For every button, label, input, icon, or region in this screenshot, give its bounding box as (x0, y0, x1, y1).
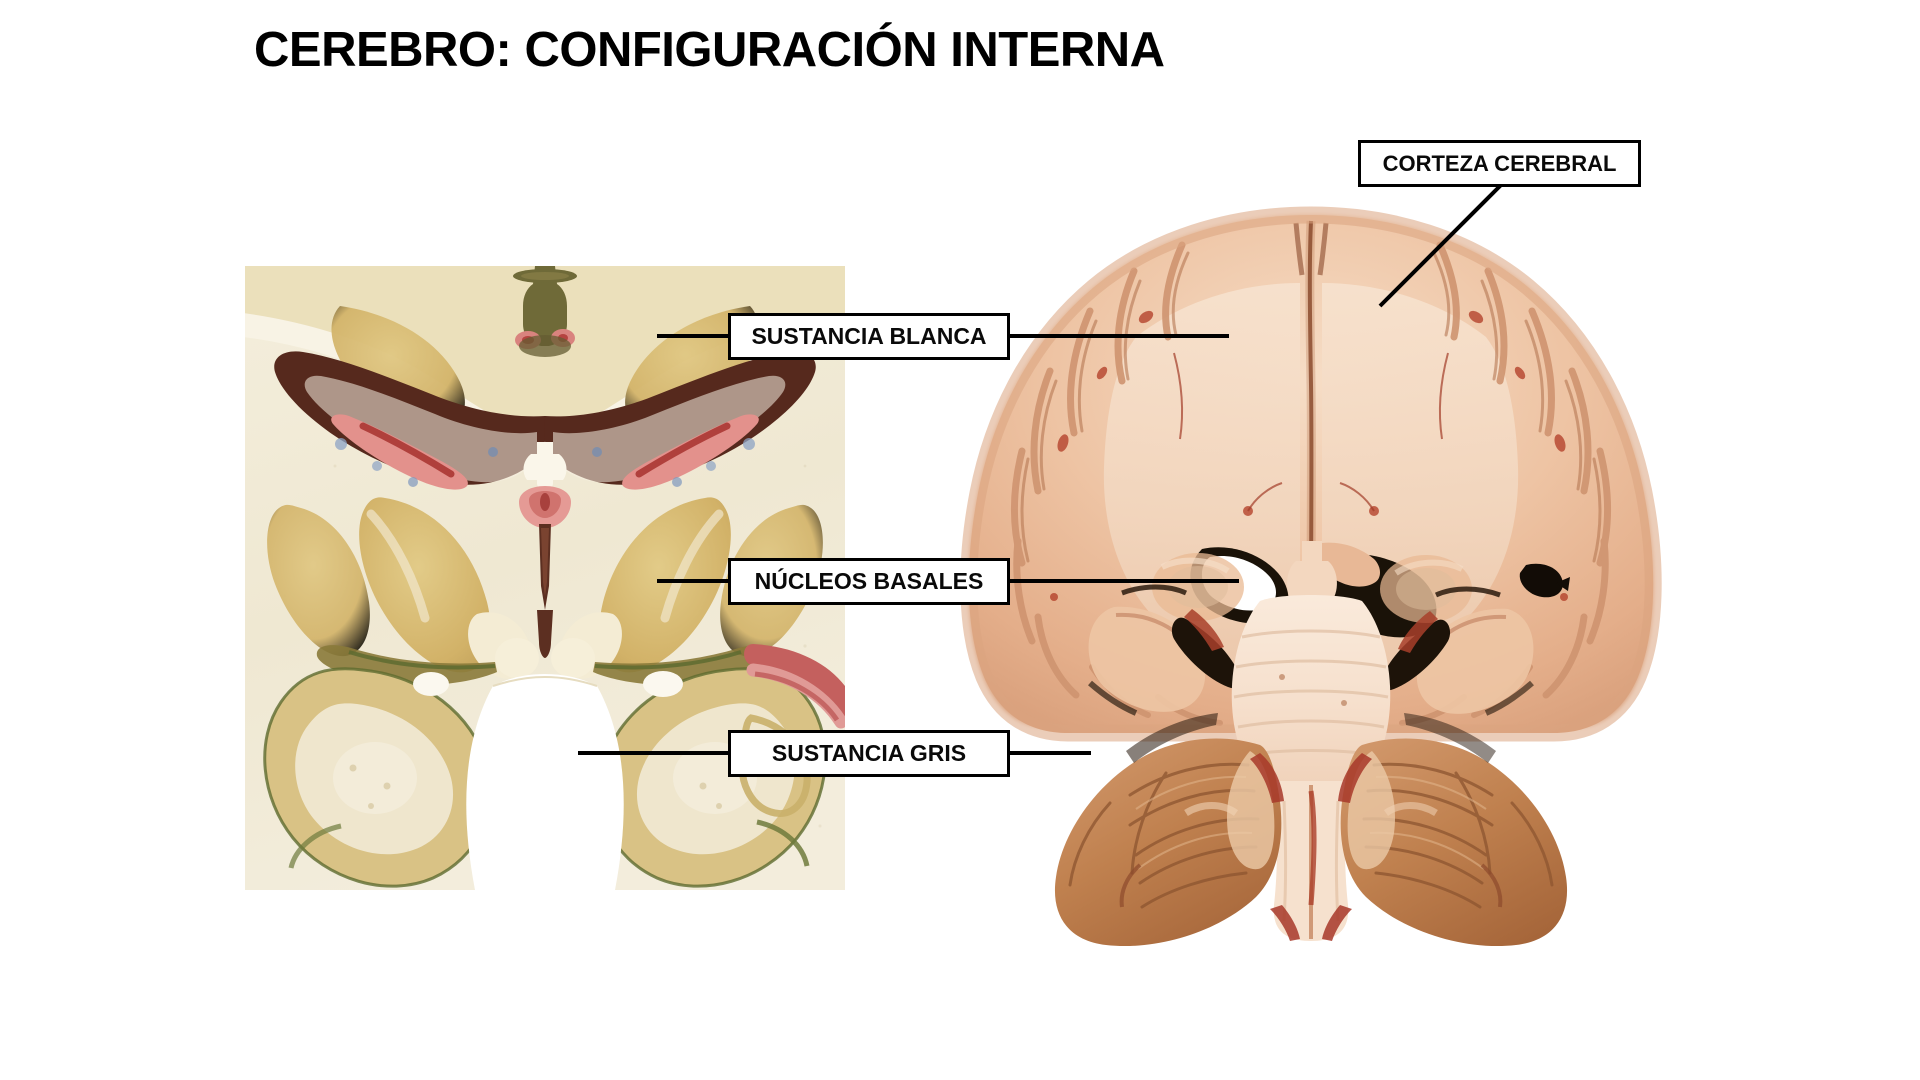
leader-line-nucleos-basales-right (1007, 579, 1239, 583)
page-title: CEREBRO: CONFIGURACIÓN INTERNA (254, 23, 1165, 77)
callout-label-sustancia-blanca: SUSTANCIA BLANCA (751, 323, 987, 349)
leader-line-sustancia-gris-right (1007, 751, 1091, 755)
callout-corteza-cerebral[interactable]: CORTEZA CEREBRAL (1358, 140, 1641, 187)
leader-line-sustancia-blanca-left (657, 334, 731, 338)
callout-sustancia-gris[interactable]: SUSTANCIA GRIS (728, 730, 1010, 777)
callout-label-nucleos-basales: NÚCLEOS BASALES (754, 568, 984, 594)
leader-line-sustancia-blanca-right (1007, 334, 1229, 338)
brain-specimen-figure (930, 205, 1692, 1035)
leader-line-sustancia-gris-left (578, 751, 731, 755)
callout-label-sustancia-gris: SUSTANCIA GRIS (771, 740, 967, 766)
callout-sustancia-blanca[interactable]: SUSTANCIA BLANCA (728, 313, 1010, 360)
callout-nucleos-basales[interactable]: NÚCLEOS BASALES (728, 558, 1010, 605)
callout-label-corteza-cerebral: CORTEZA CEREBRAL (1382, 150, 1617, 176)
leader-line-nucleos-basales-left (657, 579, 731, 583)
leader-line-corteza-cerebral (1378, 182, 1504, 308)
